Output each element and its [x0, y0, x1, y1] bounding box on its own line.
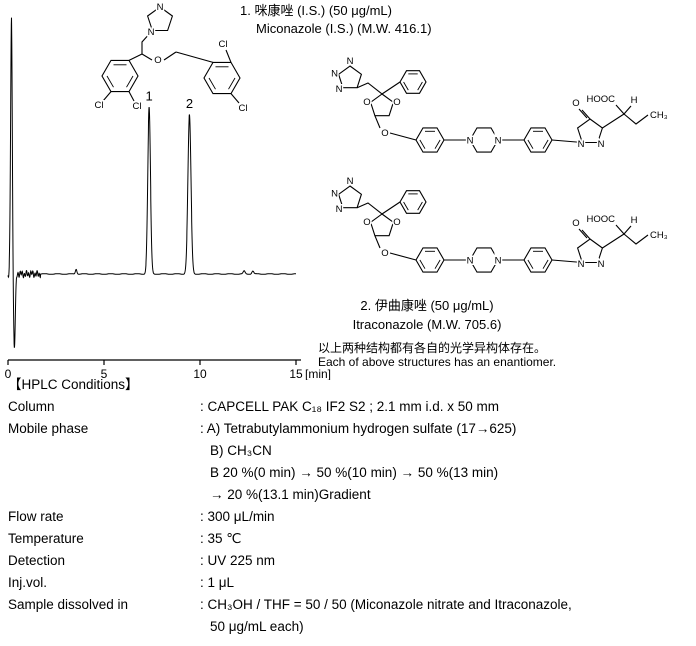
peak1-caption-line1: 1. 咪康唑 (I.S.) (50 μg/mL)	[240, 3, 392, 18]
itraconazole-atom-labels: N N N O O O N N N N O HOOC H CH₃	[330, 175, 670, 272]
peak-label-1: 1	[146, 88, 153, 103]
n-atom-label: N	[347, 176, 354, 187]
x-axis-unit-label: [min]	[305, 367, 331, 380]
n-atom-label: N	[157, 2, 164, 13]
o-atom-label: O	[363, 97, 370, 108]
condition-row-sample-dissolved-in: Sample dissolved in : CH₃OH / THF = 50 /…	[8, 594, 690, 638]
o-atom-label: O	[381, 128, 388, 139]
condition-value-line: : 1 μL	[200, 575, 235, 590]
n-atom-label: N	[598, 259, 605, 270]
condition-value-line: B 20 %(0 min) → 50 %(10 min) → 50 %(13 m…	[210, 465, 499, 480]
miconazole-structure: N N O Cl Cl Cl Cl	[93, 1, 249, 116]
condition-value: : A) Tetrabutylammonium hydrogen sulfate…	[200, 418, 690, 506]
h-atom-label: H	[631, 95, 638, 106]
condition-row-detection: Detection : UV 225 nm	[8, 550, 690, 572]
x-tick-label: 10	[193, 367, 207, 380]
condition-value: : CAPCELL PAK C₁₈ IF2 S2 ; 2.1 mm i.d. x…	[200, 396, 690, 418]
condition-value: : UV 225 nm	[200, 550, 690, 572]
condition-row-mobile-phase: Mobile phase : A) Tetrabutylammonium hyd…	[8, 418, 690, 506]
n-atom-label: N	[336, 204, 343, 215]
condition-row-flow-rate: Flow rate : 300 μL/min	[8, 506, 690, 528]
condition-value-line: : 300 μL/min	[200, 509, 275, 524]
ch3-group-label: CH₃	[650, 230, 668, 241]
condition-label: Detection	[8, 553, 66, 568]
n-atom-label: N	[578, 139, 585, 150]
n-atom-label: N	[331, 69, 338, 80]
peak-label-2: 2	[186, 96, 193, 111]
peak2-caption: 2. 伊曲康唑 (50 μg/mL) Itraconazole (M.W. 70…	[312, 296, 542, 334]
miconazole-atom-labels: N N O Cl Cl Cl Cl	[93, 1, 249, 116]
condition-row-injection-volume: Inj.vol. : 1 μL	[8, 572, 690, 594]
cl-atom-label: Cl	[133, 101, 142, 112]
condition-value: : CH₃OH / THF = 50 / 50 (Miconazole nitr…	[200, 594, 690, 638]
o-atom-label: O	[572, 98, 579, 109]
itraconazole-atom-labels: N N N O O O N N N N O HOOC H CH₃	[330, 55, 670, 152]
condition-value: : 1 μL	[200, 572, 690, 594]
o-atom-label: O	[393, 97, 400, 108]
hplc-conditions: 【HPLC Conditions】 Column : CAPCELL PAK C…	[8, 374, 690, 638]
enantiomer-note-zh: 以上两种结构都有各自的光学异构体存在。	[318, 341, 547, 355]
o-atom-label: O	[154, 55, 161, 66]
itraconazole-bonds	[337, 65, 649, 153]
itraconazole-bonds	[337, 185, 649, 273]
cl-atom-label: Cl	[239, 103, 248, 114]
n-atom-label: N	[598, 139, 605, 150]
condition-value-line: → 20 %(13.1 min)Gradient	[210, 487, 371, 502]
n-atom-label: N	[148, 27, 155, 38]
condition-label: Inj.vol.	[8, 575, 48, 590]
itraconazole-structure-1: N N N O O O N N N N O HOOC H CH₃	[330, 55, 670, 153]
o-atom-label: O	[393, 217, 400, 228]
x-tick-label: 15	[289, 367, 303, 380]
miconazole-bonds	[101, 6, 241, 104]
condition-label: Column	[8, 399, 55, 414]
n-atom-label: N	[347, 56, 354, 67]
h-atom-label: H	[631, 215, 638, 226]
peak2-caption-line1: 2. 伊曲康唑 (50 μg/mL)	[360, 298, 494, 313]
condition-row-column: Column : CAPCELL PAK C₁₈ IF2 S2 ; 2.1 mm…	[8, 396, 690, 418]
cl-atom-label: Cl	[95, 100, 104, 111]
peak1-caption-line2: Miconazole (I.S.) (M.W. 416.1)	[256, 21, 432, 36]
n-atom-label: N	[495, 256, 502, 267]
enantiomer-note: 以上两种结构都有各自的光学异构体存在。 Each of above struct…	[318, 341, 556, 369]
ch3-group-label: CH₃	[650, 110, 668, 121]
cl-atom-label: Cl	[219, 39, 228, 50]
hooc-group-label: HOOC	[587, 94, 616, 105]
n-atom-label: N	[467, 136, 474, 147]
condition-value: : 300 μL/min	[200, 506, 690, 528]
chromatogram-trace	[7, 17, 296, 348]
condition-value-line: 50 μg/mL each)	[210, 619, 304, 634]
n-atom-label: N	[578, 259, 585, 270]
condition-label: Mobile phase	[8, 421, 89, 436]
n-atom-label: N	[331, 189, 338, 200]
n-atom-label: N	[336, 84, 343, 95]
x-tick-label: 5	[101, 367, 108, 380]
condition-value-line: : CH₃OH / THF = 50 / 50 (Miconazole nitr…	[200, 597, 572, 612]
hooc-group-label: HOOC	[587, 214, 616, 225]
condition-row-temperature: Temperature : 35 ℃	[8, 528, 690, 550]
itraconazole-structure-2: N N N O O O N N N N O HOOC H CH₃	[330, 175, 670, 273]
condition-label: Temperature	[8, 531, 84, 546]
condition-value-line: : 35 ℃	[200, 531, 242, 546]
condition-label: Sample dissolved in	[8, 597, 129, 612]
peak2-caption-line2: Itraconazole (M.W. 705.6)	[352, 317, 502, 332]
condition-value: : 35 ℃	[200, 528, 690, 550]
x-tick-label: 0	[5, 367, 12, 380]
o-atom-label: O	[572, 218, 579, 229]
o-atom-label: O	[363, 217, 370, 228]
peak1-caption: 1. 咪康唑 (I.S.) (50 μg/mL) Miconazole (I.S…	[240, 2, 432, 38]
hplc-conditions-header: 【HPLC Conditions】	[8, 377, 139, 392]
n-atom-label: N	[495, 136, 502, 147]
o-atom-label: O	[381, 248, 388, 259]
condition-value-line: B) CH₃CN	[210, 443, 272, 458]
enantiomer-note-en: Each of above structures has an enantiom…	[318, 355, 557, 369]
n-atom-label: N	[467, 256, 474, 267]
condition-value-line: : A) Tetrabutylammonium hydrogen sulfate…	[200, 421, 517, 436]
condition-value-line: : CAPCELL PAK C₁₈ IF2 S2 ; 2.1 mm i.d. x…	[200, 399, 499, 414]
condition-value-line: : UV 225 nm	[200, 553, 276, 568]
condition-label: Flow rate	[8, 509, 64, 524]
chromatogram-plot: 0 5 10 15[min] 1 2	[5, 17, 331, 380]
